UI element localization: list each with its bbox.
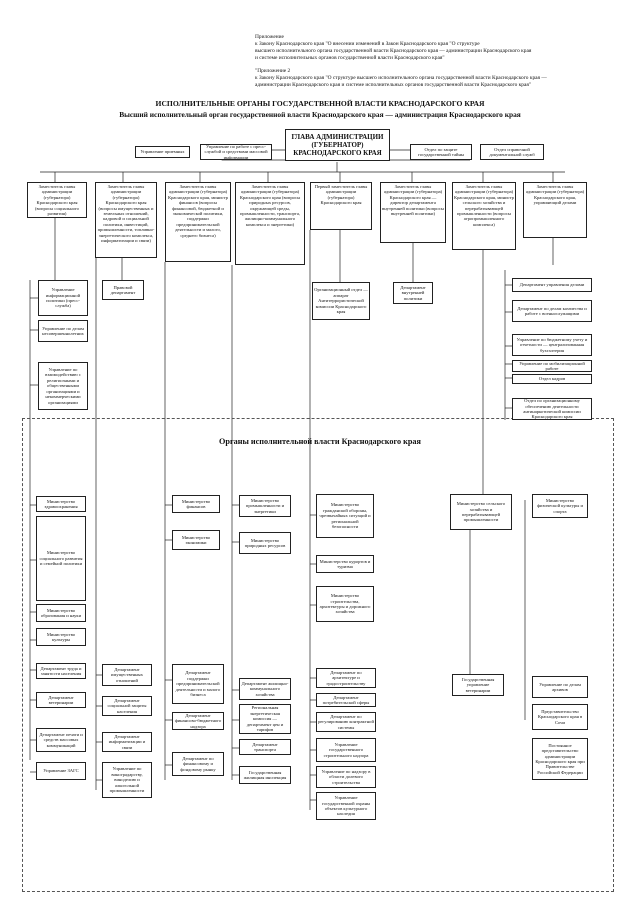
deputy-box: Заместитель главы администрации (губерна…: [165, 182, 231, 262]
ministry-box: Министерство образования и науки: [36, 604, 86, 622]
unit-box: Департамент по делам казачества и работе…: [512, 300, 592, 322]
ministry-box: Министерство физической культуры и спорт…: [532, 494, 588, 518]
section-title: Органы исполнительной власти Краснодарск…: [219, 437, 421, 446]
department-box: Департамент транспорта: [239, 739, 291, 755]
unit-box: Правовой департамент: [102, 280, 144, 300]
executive-bodies-region: [22, 418, 614, 892]
ministry-box: Министерство культуры: [36, 628, 86, 646]
department-box: Управление ЗАГС: [36, 762, 86, 780]
ministry-box: Министерство финансов: [172, 495, 220, 513]
ministry-box: Министерство гражданской обороны, чрезвы…: [316, 494, 374, 538]
department-box: Департамент жилищно-коммунального хозяйс…: [239, 678, 291, 700]
reception-box: Управление приемных: [135, 146, 190, 158]
ministry-box: Министерство природных ресурсов: [239, 532, 291, 554]
appendix-line: к Закону Краснодарского края "О структур…: [255, 75, 547, 81]
department-box: Государственная жилищная инспекция: [239, 766, 291, 784]
unit-box: Департамент внутренней политики: [393, 282, 433, 304]
unit-box: Департамент управления делами: [512, 278, 592, 292]
department-box: Управление государственной охраны объект…: [316, 792, 376, 820]
department-box: Департамент имущественных отношений: [102, 664, 152, 686]
department-box: Управление по делам архивов: [532, 676, 588, 698]
department-box: Постоянное представительство администрац…: [532, 738, 588, 780]
department-box: Представительство Краснодарского края в …: [532, 704, 588, 730]
department-box: Департамент информатизации и связи: [102, 732, 152, 752]
deputy-box: Первый заместитель главы администрации (…: [310, 182, 372, 230]
department-box: Региональная энергетическая комиссия — д…: [239, 704, 291, 734]
department-box: Департамент по архитектуре и градостроит…: [316, 668, 376, 688]
unit-box: Организационный отдел — аппарат Антитерр…: [312, 282, 370, 320]
department-box: Департамент поддержки предпринимательско…: [172, 664, 224, 704]
department-box: Департамент по регулированию контрактной…: [316, 712, 376, 732]
unit-box: Управление по делам несовершеннолетних: [38, 320, 88, 342]
sub-title: Высший исполнительный орган государствен…: [119, 110, 521, 119]
department-box: Управление по виноградарству, виноделию …: [102, 762, 152, 798]
department-box: Департамент печати и средств массовых ко…: [36, 728, 86, 752]
ministry-box: Министерство строительства, архитектуры …: [316, 586, 374, 622]
appendix-line: администрации Краснодарского края и сист…: [255, 82, 532, 88]
department-box: Управление государственного строительног…: [316, 738, 376, 762]
appendix-line: к Закону Краснодарского края "О внесении…: [255, 41, 480, 47]
ministry-box: Министерство здравоохранения: [36, 496, 86, 512]
deputy-box: Заместитель главы администрации (губерна…: [452, 182, 516, 250]
department-box: Департамент труда и занятости населения: [36, 663, 86, 679]
press-service-box: Управление по работе с пресс-службой и с…: [200, 144, 272, 160]
unit-box: Управление по взаимодействию с религиозн…: [38, 362, 88, 410]
appendix-line: "Приложение 2: [255, 68, 291, 74]
appendix-line: Приложение: [255, 34, 284, 40]
ministry-box: Министерство курортов и туризма: [316, 555, 374, 573]
ministry-box: Министерство сельского хозяйства и перер…: [450, 494, 512, 530]
deputy-box: Заместитель главы администрации (губерна…: [380, 182, 446, 243]
department-box: Департамент потребительской сферы: [316, 693, 376, 707]
deputy-box: Заместитель главы администрации (губерна…: [27, 182, 87, 218]
department-box: Департамент по финансовому и фондовому р…: [172, 752, 224, 776]
unit-box: Отдел кадров: [512, 374, 592, 384]
main-title: ИСПОЛНИТЕЛЬНЫЕ ОРГАНЫ ГОСУДАРСТВЕННОЙ ВЛ…: [155, 99, 485, 108]
department-box: Управление по надзору в области долевого…: [316, 766, 376, 788]
ministry-box: Министерство промышленности и энергетики: [239, 495, 291, 517]
department-box: Департамент социальной защиты населения: [102, 696, 152, 716]
governor-box: ГЛАВА АДМИНИСТРАЦИИ (ГУБЕРНАТОР) КРАСНОД…: [285, 129, 390, 161]
document-service-box: Отдел справочной документальной служб: [480, 144, 544, 160]
appendix-line: и системе исполнительных органов государ…: [255, 55, 445, 61]
ministry-box: Министерство экономики: [172, 530, 220, 550]
unit-box: Управление по бюджетному учету и отчетно…: [512, 334, 592, 356]
deputy-box: Заместитель главы администрации (губерна…: [235, 182, 305, 265]
unit-box: Отдел по организационному обеспечению де…: [512, 398, 592, 420]
unit-box: Управление информационной политики (прес…: [38, 280, 88, 316]
department-box: Департамент ветеринарии: [36, 692, 86, 708]
deputy-box: Заместитель главы администрации (губерна…: [523, 182, 587, 238]
department-box: Департамент финансово-бюджетного надзора: [172, 712, 224, 730]
deputy-box: Заместитель главы администрации (губерна…: [95, 182, 157, 258]
secrecy-box: Отдел по защите государственной тайны: [410, 144, 472, 160]
appendix-line: высшего исполнительного органа государст…: [255, 48, 532, 54]
department-box: Государственная управление ветеринарии: [452, 674, 504, 696]
ministry-box: Министерство социального развития и семе…: [36, 516, 86, 601]
unit-box: Управление по мобилизационной работе: [512, 360, 592, 372]
